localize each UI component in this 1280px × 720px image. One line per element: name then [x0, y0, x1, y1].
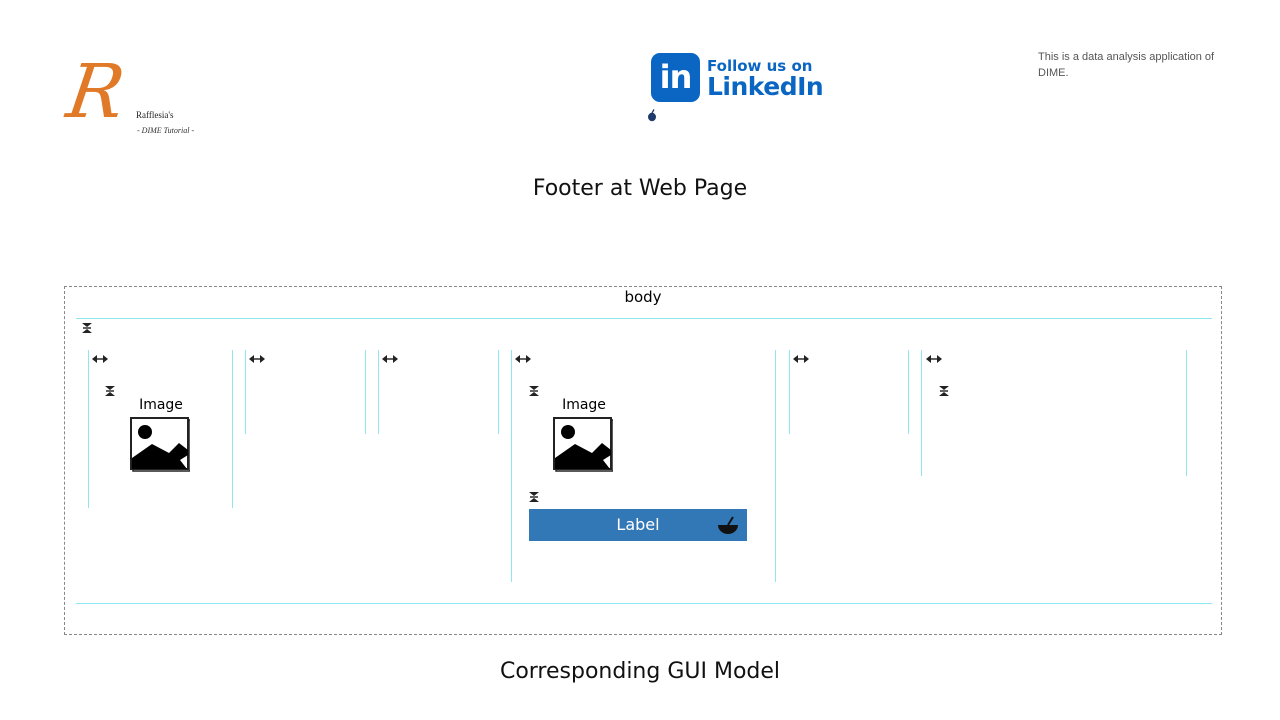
image-widget-label: Image [139, 397, 183, 413]
linkedin-follow-text[interactable]: Follow us on [707, 57, 813, 75]
linkedin-icon[interactable]: in [651, 53, 700, 102]
footer-description: This is a data analysis application of D… [1038, 51, 1215, 79]
column-1-left-border [88, 350, 89, 508]
footer-bottom-border [76, 603, 1212, 604]
horizontal-layout-icon [793, 355, 809, 363]
column-2-right-border [365, 350, 366, 434]
horizontal-layout-icon [515, 355, 531, 363]
horizontal-layout-icon [92, 355, 108, 363]
bowl-icon [648, 109, 656, 122]
body-label: body [624, 288, 662, 306]
logo-letter: R [61, 49, 130, 135]
image-placeholder-icon [130, 417, 190, 472]
column-4-left-border [511, 350, 512, 582]
top-caption: Footer at Web Page [532, 176, 748, 201]
label-widget[interactable]: Label [529, 509, 747, 541]
bowl-icon [718, 516, 738, 534]
column-4-right-border [775, 350, 776, 582]
logo-subtitle: - DIME Tutorial - [137, 126, 195, 135]
vertical-layout-icon [82, 323, 92, 333]
footer-top-border [76, 318, 1212, 319]
bottom-caption: Corresponding GUI Model [499, 659, 781, 684]
column-6-right-border [1186, 350, 1187, 476]
column-5-left-border [789, 350, 790, 434]
horizontal-layout-icon [382, 355, 398, 363]
image-placeholder-icon [553, 417, 613, 472]
column-6-left-border [921, 350, 922, 476]
logo-name: Rafflesia's [136, 110, 174, 120]
column-2-left-border [245, 350, 246, 434]
column-3-left-border [378, 350, 379, 434]
vertical-layout-icon [529, 492, 539, 502]
linkedin-brand-text[interactable]: LinkedIn [707, 72, 824, 101]
horizontal-layout-icon [926, 355, 942, 363]
vertical-layout-icon [939, 386, 949, 396]
vertical-layout-icon [105, 386, 115, 396]
vertical-layout-icon [529, 386, 539, 396]
horizontal-layout-icon [249, 355, 265, 363]
image-widget-label: Image [562, 397, 606, 413]
column-5-right-border [908, 350, 909, 434]
body-container [64, 286, 1222, 635]
column-1-right-border [232, 350, 233, 508]
column-3-right-border [498, 350, 499, 434]
